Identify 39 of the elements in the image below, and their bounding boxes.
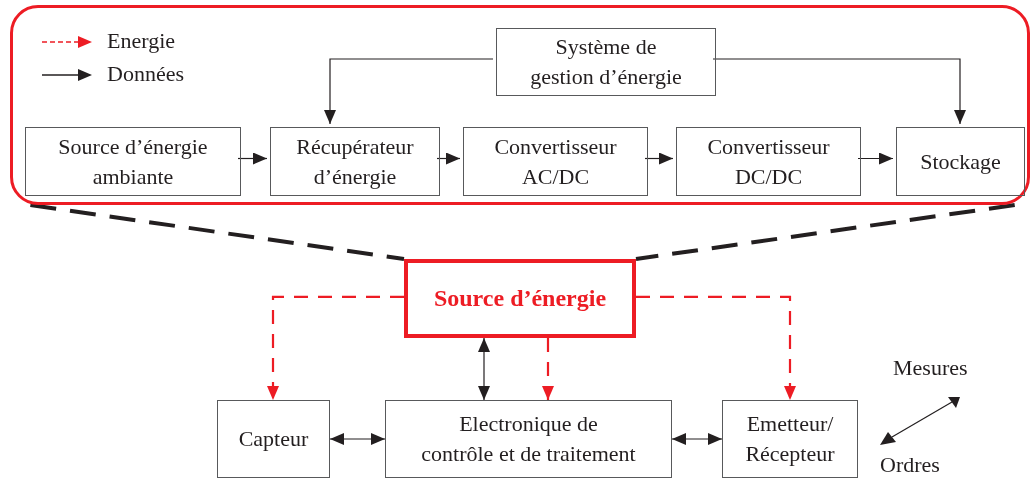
group-frame [10,5,1030,205]
process-box [676,127,861,196]
source-box [404,259,636,338]
process-box [496,28,716,96]
arrow [478,337,490,401]
box-label: Stockage [919,147,1002,176]
arrow [237,152,268,165]
box-label: Capteur [237,425,310,454]
arrow [857,152,894,165]
box-label: Récupérateur d’énergie [295,132,415,191]
arrow [644,152,674,165]
process-box [896,127,1025,196]
box-label: Source d’énergie [432,284,608,314]
process-box [270,127,440,196]
box-label: Convertisseur DC/DC [706,132,831,191]
arrow [542,338,554,400]
box-label: Source d’énergie ambiante [57,132,209,191]
box-label: Convertisseur AC/DC [493,132,618,191]
arrow [329,433,386,445]
process-box [25,127,241,196]
arrow [671,433,723,445]
box-label: Système de gestion d’énergie [529,33,683,91]
arrow [436,152,461,165]
process-box [385,400,672,478]
connector-line [30,203,405,261]
text-label: Ordres [880,452,940,479]
arrow [636,295,796,400]
process-box [722,400,858,478]
arrow [324,58,494,125]
connector-line [635,203,1015,261]
process-box [463,127,648,196]
arrow [712,58,966,125]
text-label: Mesures [893,355,968,382]
box-label: Electronique de contrôle et de traitement [420,410,637,468]
arrow [267,295,404,400]
process-box [217,400,330,478]
box-label: Emetteur/ Récepteur [744,410,836,468]
legend-label: Energie [107,28,175,55]
legend-label: Données [107,61,184,88]
